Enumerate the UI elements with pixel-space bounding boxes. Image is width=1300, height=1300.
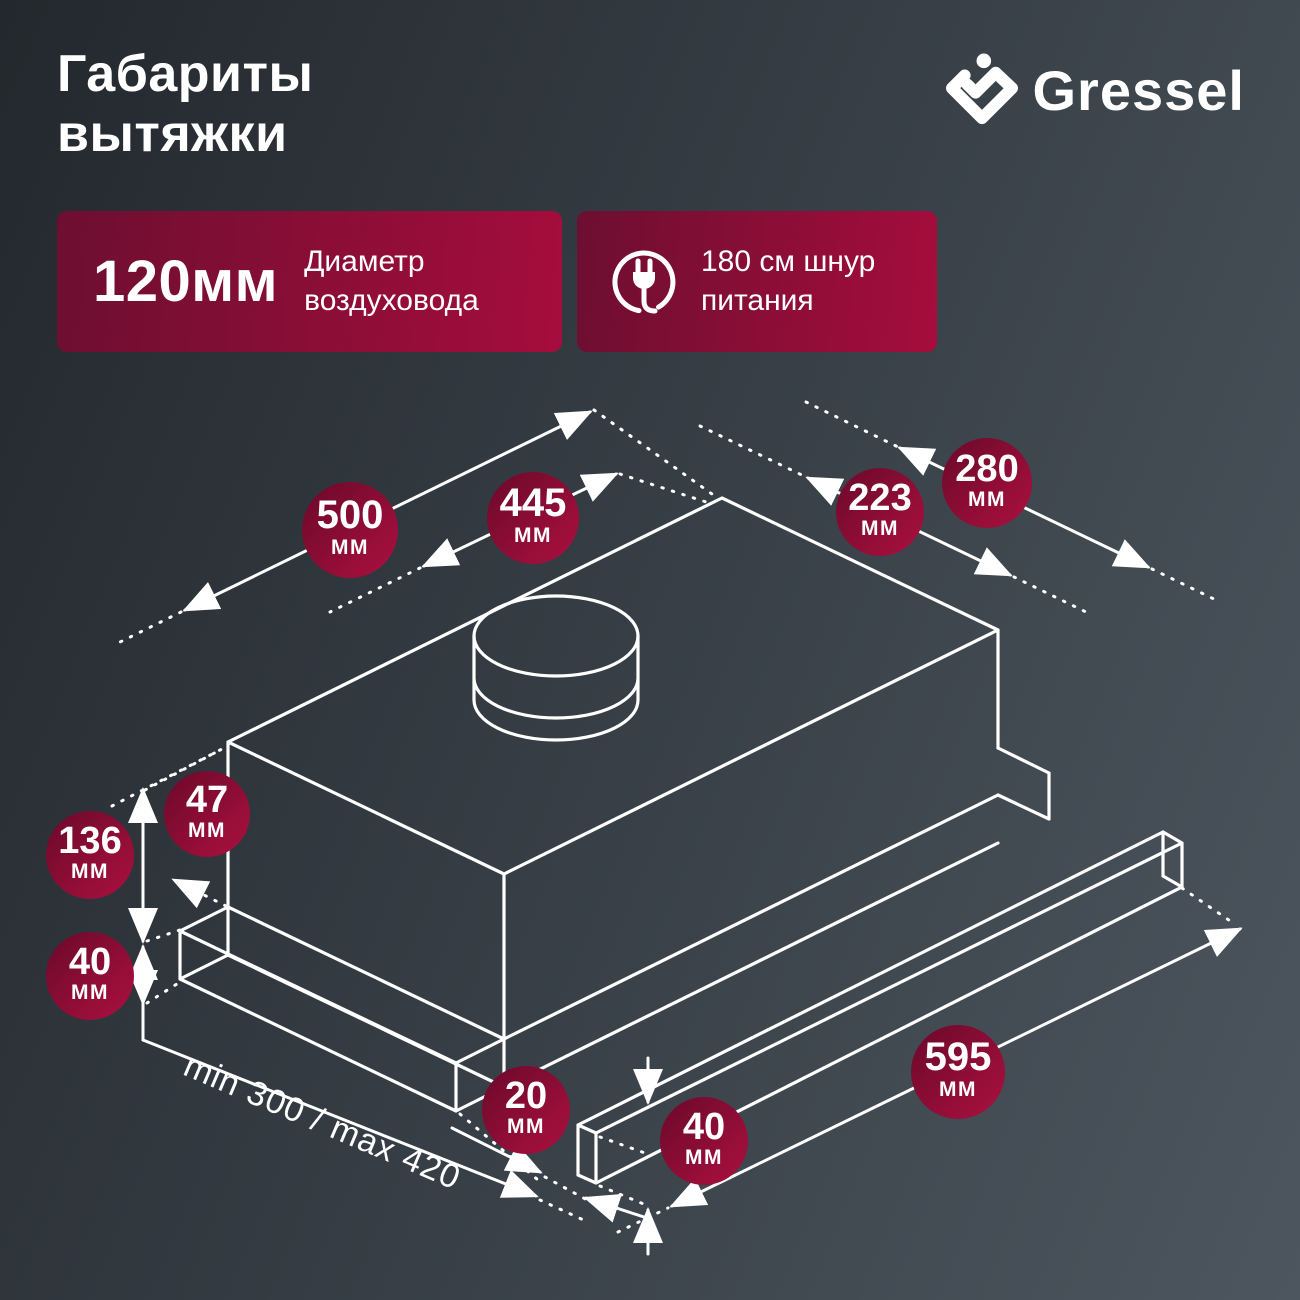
duct-cylinder <box>472 594 640 742</box>
duct-diameter-label: Диаметр воздуховода <box>304 245 479 317</box>
brand-name: Gressel <box>1032 58 1245 122</box>
mounting-step-outline <box>996 746 1051 821</box>
page-title-line2: вытяжки <box>57 105 288 164</box>
duct-diameter-badge: 120мм Диаметр воздуховода <box>57 211 562 352</box>
lower-housing-outline <box>226 841 1000 1089</box>
gressel-logo-icon <box>945 53 1018 125</box>
power-cord-label: 180 см шнур питания <box>701 245 876 317</box>
duct-diameter-value: 120мм <box>93 249 279 314</box>
power-plug-icon <box>612 250 676 313</box>
install-range-label: min 300 / max 420 <box>178 1046 466 1197</box>
telescopic-panel-outline <box>178 905 506 1113</box>
dimension-leader-lines <box>110 400 1238 1234</box>
page-title: Габариты вытяжки <box>57 44 313 165</box>
power-cord-badge: 180 см шнур питания <box>577 211 937 352</box>
brand-logo: Gressel <box>941 50 1246 130</box>
page-title-line1: Габариты <box>57 45 314 103</box>
hood-body-outline <box>226 496 1000 1041</box>
feature-badges: 120мм Диаметр воздуховода 180 см шнур пи… <box>57 211 937 352</box>
